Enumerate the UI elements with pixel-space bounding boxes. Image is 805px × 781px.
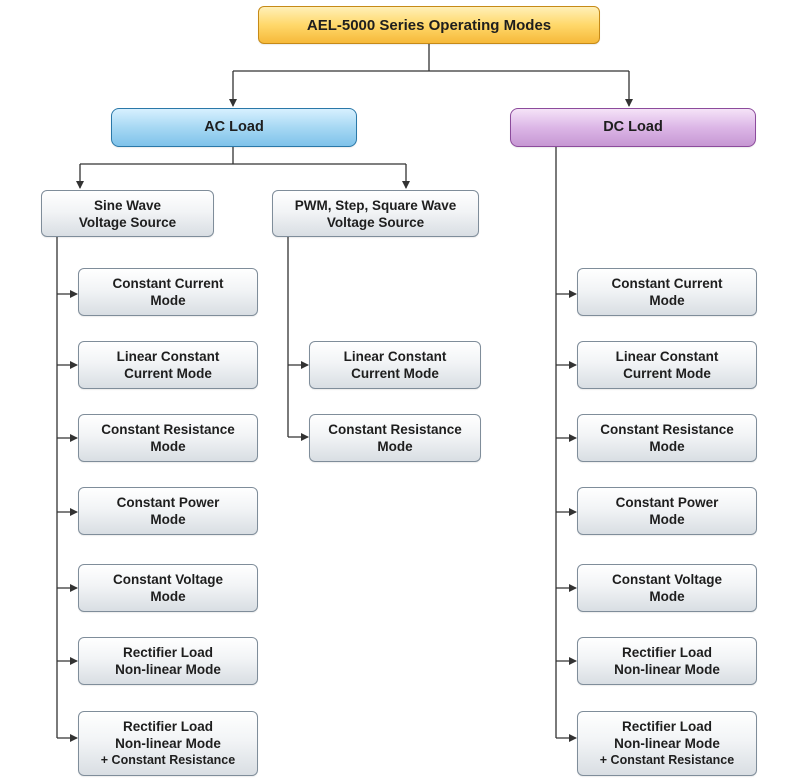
dc-mode-rectifier-load: Rectifier Load Non-linear Mode (577, 637, 757, 685)
mode-line-1: Rectifier Load (621, 719, 713, 734)
dc-mode-constant-resistance: Constant Resistance Mode (577, 414, 757, 462)
pwm-source-node: PWM, Step, Square Wave Voltage Source (272, 190, 479, 237)
ac-connector (80, 147, 406, 165)
mode-line-2: Mode (150, 293, 186, 308)
dc-load-label: DC Load (603, 119, 663, 135)
sine-source-line-1: Sine Wave (93, 197, 162, 213)
mode-line-1: Linear Constant (615, 349, 719, 364)
mode-line-3: + Constant Resistance (599, 753, 735, 767)
mode-line-2: Non-linear Mode (115, 662, 221, 677)
mode-line-2: Mode (150, 512, 186, 527)
mode-line-2: Mode (150, 589, 186, 604)
pwm-mode-linear-constant-current: Linear Constant Current Mode (309, 341, 481, 389)
mode-line-3: + Constant Resistance (100, 753, 236, 767)
dc-load-node: DC Load (510, 108, 756, 147)
mode-line-2: Current Mode (124, 366, 212, 381)
dc-mode-rectifier-load-cr: Rectifier Load Non-linear Mode + Constan… (577, 711, 757, 776)
mode-line-1: Constant Resistance (328, 422, 462, 437)
pwm-mode-constant-resistance: Constant Resistance Mode (309, 414, 481, 462)
mode-line-1: Constant Resistance (101, 422, 235, 437)
mode-line-1: Linear Constant (343, 349, 447, 364)
diagram-title: AEL-5000 Series Operating Modes (258, 6, 600, 44)
pwm-source-line-1: PWM, Step, Square Wave (294, 197, 457, 213)
mode-line-1: Linear Constant (116, 349, 220, 364)
mode-line-2: Mode (377, 439, 413, 454)
sine-mode-constant-current: Constant Current Mode (78, 268, 258, 316)
sine-wave-source-node: Sine Wave Voltage Source (41, 190, 214, 237)
mode-line-1: Constant Power (116, 495, 220, 510)
sine-mode-constant-power: Constant Power Mode (78, 487, 258, 535)
diagram-title-text: AEL-5000 Series Operating Modes (306, 16, 552, 34)
dc-mode-constant-voltage: Constant Voltage Mode (577, 564, 757, 612)
sine-mode-constant-voltage: Constant Voltage Mode (78, 564, 258, 612)
mode-line-1: Rectifier Load (122, 645, 214, 660)
mode-line-2: Non-linear Mode (614, 662, 720, 677)
sine-mode-rectifier-load-cr: Rectifier Load Non-linear Mode + Constan… (78, 711, 258, 776)
mode-line-1: Constant Current (611, 276, 723, 291)
mode-line-2: Mode (649, 293, 685, 308)
mode-line-2: Non-linear Mode (614, 736, 720, 751)
sine-source-line-2: Voltage Source (78, 214, 177, 230)
mode-line-1: Constant Power (615, 495, 719, 510)
mode-line-1: Constant Current (112, 276, 224, 291)
mode-line-1: Rectifier Load (122, 719, 214, 734)
ac-load-label: AC Load (204, 119, 264, 135)
mode-line-2: Mode (150, 439, 186, 454)
mode-line-2: Mode (649, 589, 685, 604)
mode-line-2: Current Mode (623, 366, 711, 381)
sine-mode-linear-constant-current: Linear Constant Current Mode (78, 341, 258, 389)
dc-mode-constant-power: Constant Power Mode (577, 487, 757, 535)
mode-line-1: Constant Voltage (611, 572, 722, 587)
sine-mode-constant-resistance: Constant Resistance Mode (78, 414, 258, 462)
ac-load-node: AC Load (111, 108, 357, 147)
dc-mode-constant-current: Constant Current Mode (577, 268, 757, 316)
root-connector (233, 44, 629, 72)
mode-line-2: Current Mode (351, 366, 439, 381)
mode-line-2: Non-linear Mode (115, 736, 221, 751)
mode-line-1: Constant Voltage (112, 572, 223, 587)
mode-line-2: Mode (649, 439, 685, 454)
mode-line-1: Constant Resistance (600, 422, 734, 437)
mode-line-2: Mode (649, 512, 685, 527)
pwm-source-line-2: Voltage Source (326, 214, 425, 230)
dc-mode-linear-constant-current: Linear Constant Current Mode (577, 341, 757, 389)
mode-line-1: Rectifier Load (621, 645, 713, 660)
sine-mode-rectifier-load: Rectifier Load Non-linear Mode (78, 637, 258, 685)
